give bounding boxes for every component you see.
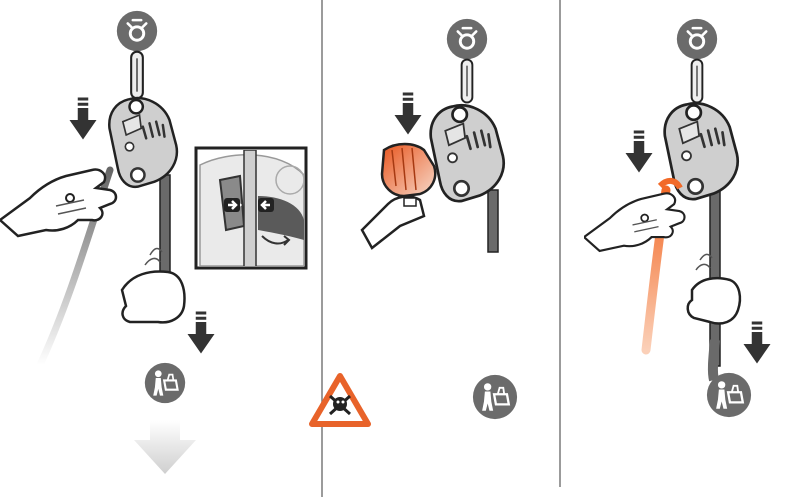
down-arrow-icon (69, 97, 97, 140)
down-arrow-icon (625, 130, 653, 173)
anchor-icon (116, 10, 158, 52)
anchor-icon (676, 18, 718, 60)
down-arrow-icon (743, 321, 771, 364)
person-with-load-icon (472, 374, 518, 420)
glove-left (0, 168, 118, 238)
carabiner (690, 58, 704, 104)
danger-skull-icon (309, 373, 371, 427)
panel-1 (0, 10, 308, 474)
panel-3 (584, 18, 771, 418)
rope-load (487, 189, 499, 253)
detail-inset (194, 146, 308, 270)
down-arrow-icon (394, 92, 422, 135)
glove-left (584, 192, 686, 253)
carabiner (129, 50, 145, 100)
person-with-load-icon (706, 372, 752, 418)
glove-right (686, 276, 742, 325)
anchor-icon (446, 18, 488, 60)
descender-device (429, 103, 506, 203)
down-arrow-icon (187, 311, 215, 354)
rope-load (709, 185, 721, 367)
forearm (360, 195, 426, 250)
glove-grabbing-device (380, 142, 437, 198)
panel-2 (309, 18, 518, 427)
descender-device (107, 96, 179, 189)
glove-right (120, 270, 186, 324)
fall-arrow (134, 420, 196, 474)
person-with-load-icon (144, 362, 186, 404)
carabiner (460, 58, 474, 104)
